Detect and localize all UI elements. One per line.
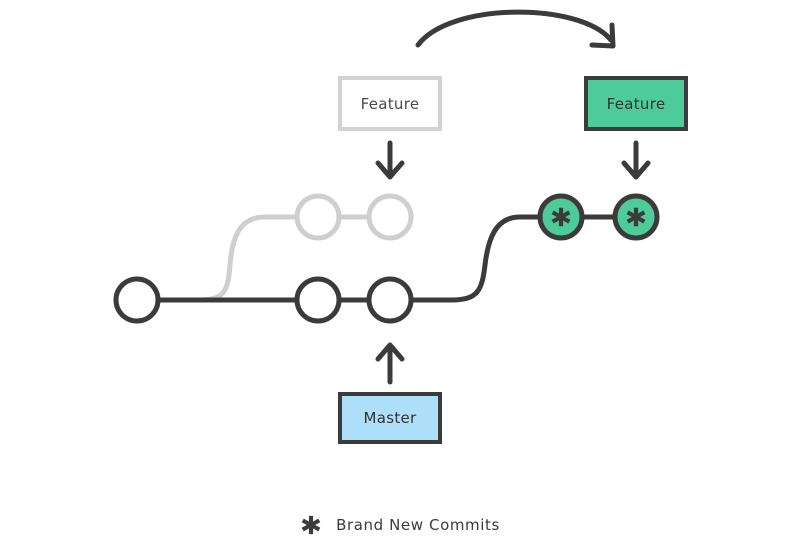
feature-label-text-old: Feature (360, 94, 420, 113)
arrow-to-feature-new (621, 140, 651, 180)
feature-old-commit-node (366, 193, 414, 241)
arrow-head (375, 160, 405, 180)
asterisk-icon (551, 207, 571, 227)
master-commit-node (294, 276, 342, 324)
feature-new-branch-line (409, 214, 543, 303)
arrow-rebase-curve (415, 9, 616, 49)
arrow-shaft (415, 9, 614, 48)
asterisk-icon (626, 207, 646, 227)
master-commit-node (366, 276, 414, 324)
feature-label-box-new[interactable]: Feature (584, 76, 688, 131)
arrow-to-feature-old (375, 140, 405, 180)
feature-old-branch-group (147, 193, 414, 303)
arrow-to-master (375, 342, 405, 385)
feature-old-commit-node (294, 193, 342, 241)
arrow-head (621, 160, 651, 180)
feature-new-branch-group (409, 193, 660, 303)
arrow-head (589, 22, 616, 49)
feature-label-text-new: Feature (606, 94, 666, 113)
arrow-head (375, 342, 405, 362)
master-label-text: Master (363, 409, 417, 427)
asterisk-icon (301, 515, 321, 535)
master-branch-group (113, 276, 414, 324)
legend-label: Brand New Commits (336, 516, 500, 534)
feature-old-branch-line (147, 214, 299, 303)
master-commit-node (113, 276, 161, 324)
master-label-box[interactable]: Master (338, 392, 442, 444)
feature-label-box-old[interactable]: Feature (338, 76, 442, 131)
legend: Brand New Commits (0, 514, 800, 536)
